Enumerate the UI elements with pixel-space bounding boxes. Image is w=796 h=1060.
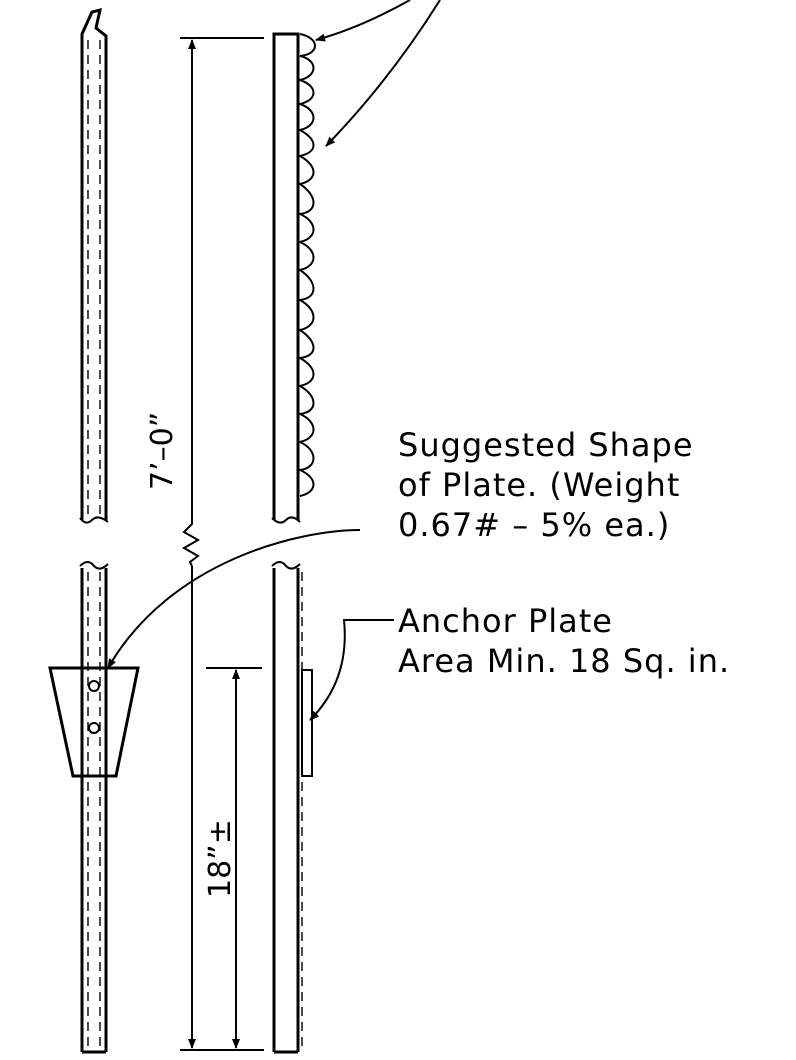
plate-note-line-1: Suggested Shape: [398, 426, 694, 464]
tapered-anchor-plate: [48, 666, 140, 778]
plate-note-line-2: of Plate. (Weight: [398, 466, 680, 504]
overall-length-dimension: 7’–0”: [145, 37, 264, 1051]
side-post-upper: [271, 32, 316, 524]
plate-note-line-3: 0.67# – 5% ea.): [398, 506, 670, 544]
embed-depth-dimension: 18”±: [203, 667, 262, 1049]
embed-depth-label: 18”±: [203, 819, 238, 898]
bolt-hole-icon: [88, 680, 100, 692]
anchor-plate-side: [301, 669, 313, 777]
plate-note: Suggested Shape of Plate. (Weight 0.67# …: [398, 426, 694, 544]
anchor-note-line-2: Area Min. 18 Sq. in.: [398, 642, 730, 680]
anchor-note-line-1: Anchor Plate: [398, 602, 613, 640]
side-post-lower: [271, 561, 313, 1054]
studs-icon: [296, 33, 316, 497]
leaders: [107, 0, 441, 721]
front-post-lower: [79, 561, 109, 1054]
front-post-upper: [79, 7, 109, 524]
bolt-hole-icon: [88, 722, 100, 734]
anchor-note: Anchor Plate Area Min. 18 Sq. in.: [398, 602, 730, 680]
overall-length-label: 7’–0”: [145, 412, 180, 490]
